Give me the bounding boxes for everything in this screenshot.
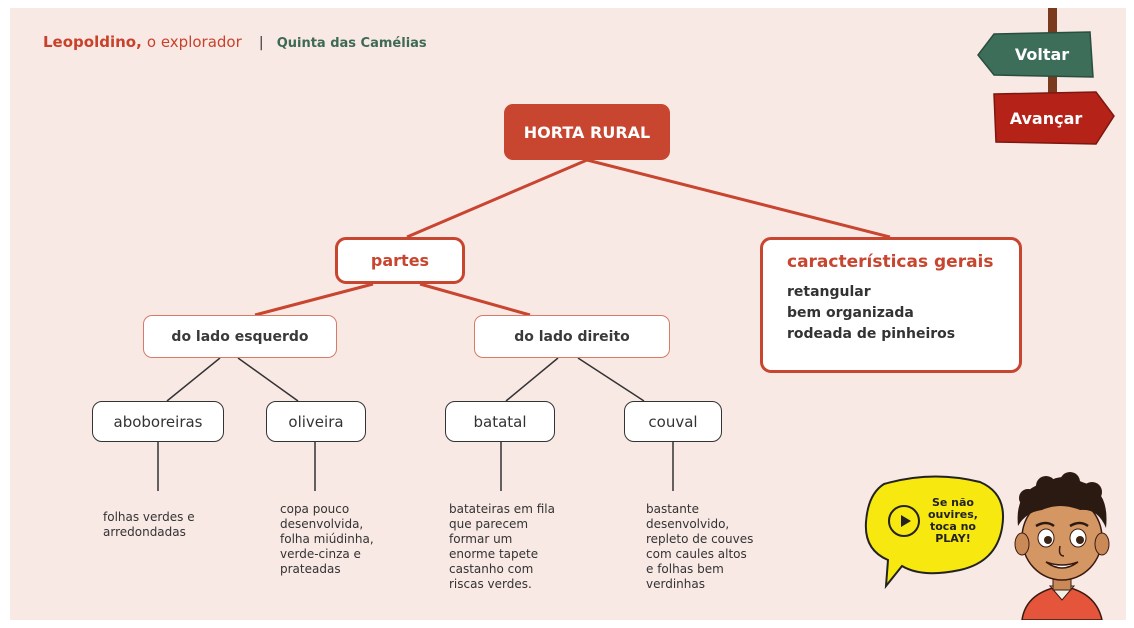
desc-line: riscas verdes.: [449, 577, 532, 591]
aboboreiras-description: folhas verdes e arredondadas: [103, 510, 195, 540]
desc-line: repleto de couves: [646, 532, 754, 546]
next-button[interactable]: Avançar: [1009, 108, 1083, 128]
desc-line: que parecem: [449, 517, 529, 531]
audio-prompt: Se não ouvires, toca no PLAY!: [928, 497, 978, 545]
desc-line: folha miúdinha,: [280, 532, 374, 546]
connector-parts-right: [419, 282, 531, 317]
desc-line: verde-cinza e: [280, 547, 361, 561]
connector-right-couval: [577, 357, 645, 402]
audio-prompt-line: PLAY!: [935, 532, 971, 545]
general-features-box: características gerais retangular bem or…: [760, 237, 1022, 373]
connector-parts-left: [254, 282, 374, 317]
connector-right-batatal: [505, 357, 559, 402]
connector-lines: [157, 158, 891, 491]
connector-root-features: [586, 158, 891, 239]
desc-line: arredondadas: [103, 525, 186, 539]
app-title-name: Leopoldino,: [43, 33, 142, 51]
left-side-node: do lado esquerdo: [143, 315, 337, 358]
desc-line: desenvolvido,: [646, 517, 730, 531]
desc-line: desenvolvida,: [280, 517, 364, 531]
connector-left-aboboreiras: [166, 357, 221, 402]
desc-line: bastante: [646, 502, 699, 516]
right-side-node: do lado direito: [474, 315, 670, 358]
play-button[interactable]: [888, 505, 920, 537]
couval-node: couval: [624, 401, 722, 442]
desc-line: copa pouco: [280, 502, 350, 516]
page-header: Leopoldino, o explorador | Quinta das Ca…: [43, 32, 427, 51]
character-leopoldino: [1014, 472, 1110, 620]
oliveira-node: oliveira: [266, 401, 366, 442]
back-button[interactable]: Voltar: [1014, 44, 1070, 64]
parts-node: partes: [335, 237, 465, 284]
audio-prompt-line: toca no: [929, 520, 976, 533]
header-separator: |: [258, 35, 264, 51]
primary-connectors: [254, 158, 891, 317]
connector-root-parts: [406, 158, 588, 239]
batatal-node: batatal: [445, 401, 555, 442]
desc-line: folhas verdes e: [103, 510, 195, 524]
stage: Leopoldino, o explorador | Quinta das Ca…: [10, 8, 1126, 620]
desc-line: formar um: [449, 532, 513, 546]
batatal-description: batateiras em fila que parecem formar um…: [449, 502, 555, 592]
secondary-connectors: [157, 357, 674, 491]
feature-item: rodeada de pinheiros: [787, 326, 956, 342]
audio-prompt-line: Se não: [931, 496, 974, 509]
root-node: HORTA RURAL: [504, 104, 670, 160]
app-title-rest: o explorador: [146, 33, 242, 51]
feature-item: retangular: [787, 284, 871, 300]
audio-prompt-line: ouvires,: [928, 508, 978, 521]
play-icon: [900, 515, 911, 527]
desc-line: e folhas bem: [646, 562, 724, 576]
couval-description: bastante desenvolvido, repleto de couves…: [646, 502, 753, 592]
feature-item: bem organizada: [787, 305, 914, 321]
desc-line: enorme tapete: [449, 547, 539, 561]
desc-line: com caules altos: [646, 547, 747, 561]
aboboreiras-node: aboboreiras: [92, 401, 224, 442]
desc-line: verdinhas: [646, 577, 705, 591]
connector-left-oliveira: [237, 357, 299, 402]
location-subtitle: Quinta das Camélias: [276, 36, 427, 51]
oliveira-description: copa pouco desenvolvida, folha miúdinha,…: [280, 502, 374, 577]
speech-bubble: [864, 475, 1004, 590]
features-title: características gerais: [787, 252, 994, 272]
desc-line: prateadas: [280, 562, 341, 576]
desc-line: batateiras em fila: [449, 502, 555, 516]
desc-line: castanho com: [449, 562, 534, 576]
next-sign-shape: [993, 91, 1115, 145]
back-sign-shape: [977, 31, 1094, 78]
